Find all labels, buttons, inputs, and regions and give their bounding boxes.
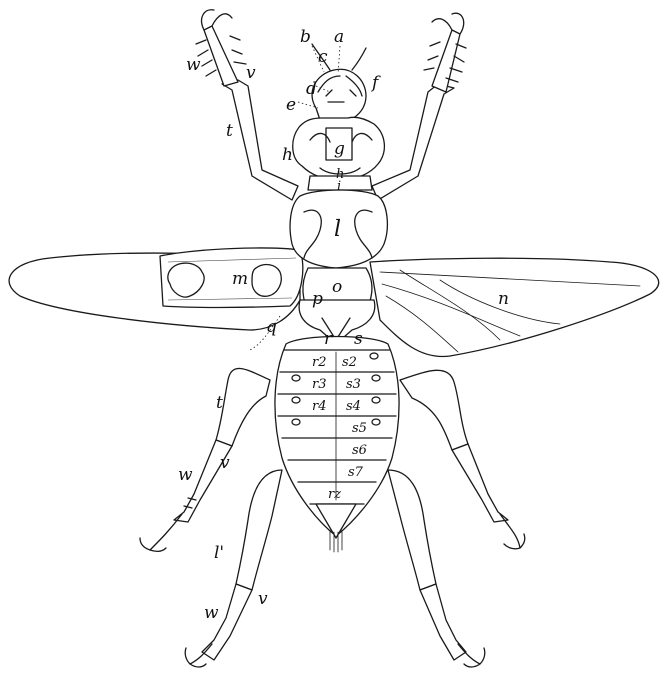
hind-right-tibia: [420, 584, 466, 660]
label-o: o: [332, 277, 342, 297]
label-r2: r2: [312, 355, 327, 370]
label-rz: rz: [328, 487, 341, 502]
label-b: b: [300, 27, 311, 47]
head: [312, 69, 366, 120]
label-s6: s6: [352, 443, 367, 458]
label-r: r: [324, 329, 333, 349]
label-l-thorax: l: [334, 217, 341, 242]
middle-right-tibia: [452, 444, 508, 522]
label-e: e: [286, 95, 296, 115]
label-q: q: [266, 317, 277, 337]
label-r4: r4: [312, 399, 327, 414]
label-w-bottom: w: [204, 603, 219, 623]
label-l-prime: l': [214, 543, 224, 563]
label-i: i: [337, 179, 341, 194]
label-s4: s4: [346, 399, 361, 414]
label-g: g: [334, 139, 345, 159]
label-v-mid: v: [220, 453, 230, 473]
front-left-tarsus: [204, 26, 238, 86]
label-s7: s7: [348, 465, 364, 480]
label-t-lower: t: [216, 393, 223, 413]
hind-right-femur: [388, 470, 436, 590]
middle-left-femur: [216, 368, 270, 446]
label-n: n: [498, 289, 509, 309]
label-s5: s5: [352, 421, 367, 436]
label-s3: s3: [346, 377, 361, 392]
front-right-tarsus: [432, 30, 460, 92]
label-d: d: [306, 79, 317, 99]
label-r3: r3: [312, 377, 327, 392]
label-t-upper: t: [226, 121, 233, 141]
hind-left-femur: [236, 470, 282, 590]
label-c: c: [318, 47, 328, 67]
label-m: m: [232, 269, 248, 289]
right-wing: [370, 258, 659, 356]
label-w-mid: w: [178, 465, 193, 485]
label-v-bottom: v: [258, 589, 268, 609]
label-p: p: [312, 289, 323, 309]
middle-right-femur: [400, 370, 468, 450]
label-w-top: w: [186, 55, 201, 75]
label-h-side: h: [282, 145, 293, 165]
label-s: s: [354, 329, 363, 349]
label-s2: s2: [342, 355, 357, 370]
label-v-top: v: [246, 63, 256, 83]
label-f: f: [370, 73, 381, 93]
label-a: a: [334, 27, 344, 47]
